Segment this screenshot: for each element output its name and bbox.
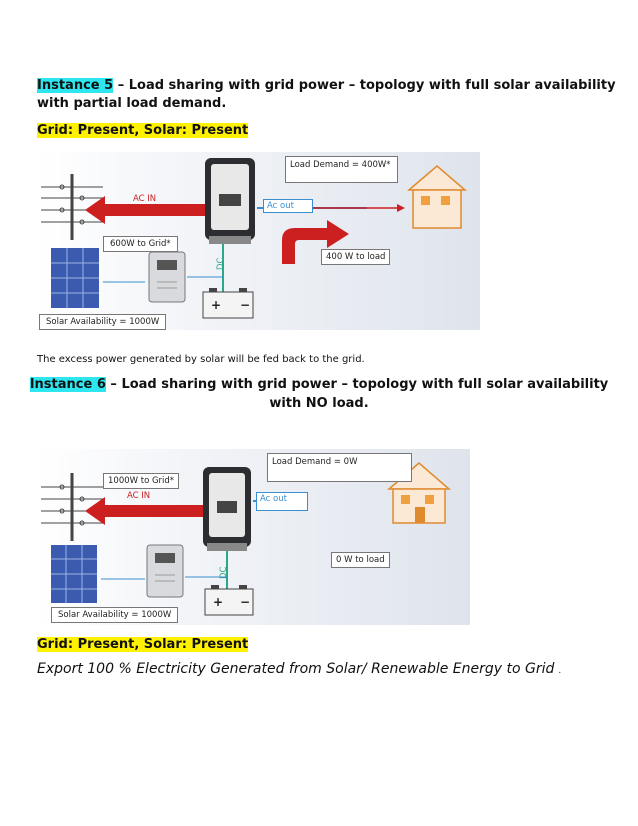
ac-in-arrow-icon xyxy=(85,196,212,224)
instance6-load-demand-label: Load Demand = 0W xyxy=(267,453,413,482)
instance5-diagram-graphic xyxy=(37,152,480,330)
instance6-to-grid-label: 1000W to Grid* xyxy=(103,473,180,489)
load-arrow-icon xyxy=(312,204,405,212)
instance5-solar-label: Solar Availability = 1000W xyxy=(39,314,167,330)
instance5-status: Grid: Present, Solar: Present xyxy=(37,122,249,140)
instance6-ac-in-label: AC IN xyxy=(127,491,151,501)
instance5-to-grid-label: 600W to Grid* xyxy=(103,236,178,252)
charge-controller-icon xyxy=(148,251,186,303)
instance6-to-load-label: 0 W to load xyxy=(331,552,390,568)
export-text-main: Export 100 % Electricity Generated from … xyxy=(37,661,555,677)
instance6-ac-out-label: Ac out xyxy=(256,492,308,511)
instance5-title-line2: with partial load demand. xyxy=(37,96,227,111)
utility-pole-icon xyxy=(41,174,103,240)
instance5-status-text: Grid: Present, Solar: Present xyxy=(37,123,249,138)
instance6-title-rest: – Load sharing with grid power – topolog… xyxy=(105,377,609,392)
instance5-diagram: Load Demand = 400W* AC IN Ac out 600W to… xyxy=(37,152,480,330)
ac-in-arrow-icon xyxy=(85,497,207,525)
instance5-ac-out-label: Ac out xyxy=(263,199,313,213)
instance6-battery-plus: + xyxy=(213,595,224,609)
curved-arrow-icon xyxy=(282,220,349,264)
instance5-title: Instance 5 – Load sharing with grid powe… xyxy=(37,77,616,95)
instance6-tag: Instance 6 xyxy=(29,377,106,392)
instance5-to-load-label: 400 W to load xyxy=(321,249,391,265)
inverter-icon xyxy=(203,467,251,551)
instance5-title-rest: – Load sharing with grid power – topolog… xyxy=(113,78,616,93)
instance5-dc-label: DC xyxy=(216,257,226,270)
house-icon xyxy=(386,462,452,524)
instance5-note: The excess power generated by solar will… xyxy=(37,354,365,365)
instance6-diagram: Load Demand = 0W 1000W to Grid* AC IN Ac… xyxy=(37,449,470,625)
instance5-battery-minus: − xyxy=(240,298,251,312)
inverter-icon xyxy=(205,158,255,244)
export-text: Export 100 % Electricity Generated from … xyxy=(37,661,561,677)
instance5-tag: Instance 5 xyxy=(37,78,114,93)
house-icon xyxy=(406,165,468,229)
export-text-trailing: . xyxy=(558,666,562,676)
instance5-load-demand-label: Load Demand = 400W* xyxy=(285,156,398,183)
charge-controller-icon xyxy=(146,544,184,598)
battery-icon xyxy=(204,585,254,616)
instance6-status-text: Grid: Present, Solar: Present xyxy=(37,637,249,652)
solar-panel-icon xyxy=(51,545,97,603)
utility-pole-icon xyxy=(41,473,103,541)
instance5-ac-in-label: AC IN xyxy=(133,194,157,204)
instance6-dc-label: DC xyxy=(219,566,229,579)
solar-panel-icon xyxy=(51,248,99,308)
instance6-title-line2: with NO load. xyxy=(269,396,369,411)
instance5-battery-plus: + xyxy=(211,298,222,312)
battery-icon xyxy=(202,288,254,319)
instance6-solar-label: Solar Availability = 1000W xyxy=(51,607,179,623)
instance6-title: Instance 6 – Load sharing with grid powe… xyxy=(0,376,638,394)
instance6-status: Grid: Present, Solar: Present xyxy=(37,636,249,654)
instance6-battery-minus: − xyxy=(240,595,251,609)
